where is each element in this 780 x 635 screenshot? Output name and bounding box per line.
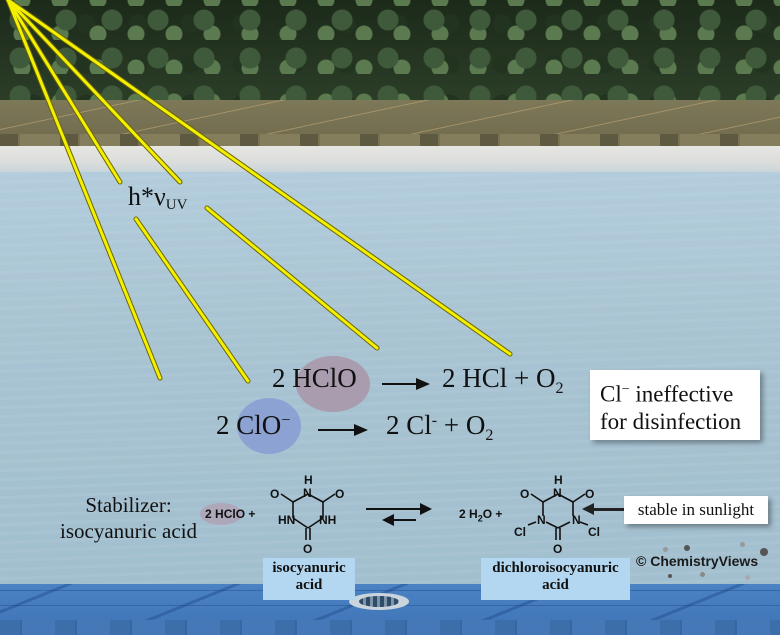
svg-text:NH: NH	[319, 513, 336, 527]
label-isocyanuric-acid: isocyanuric acid	[263, 558, 355, 600]
reaction-arrow-icon	[318, 424, 368, 436]
pool-drain-icon	[349, 593, 409, 610]
logo-dot-icon	[740, 542, 745, 547]
reaction-hclo-reactant: 2 HClO	[272, 363, 357, 393]
dichloroisocyanuric-acid-structure: H N O O N N Cl Cl O	[514, 474, 600, 556]
clo-highlight	[237, 398, 301, 454]
svg-text:O: O	[553, 542, 562, 556]
svg-text:Cl: Cl	[514, 525, 526, 539]
svg-text:O: O	[303, 542, 312, 556]
reaction-arrow-icon	[382, 378, 430, 390]
reaction-clo-products: 2 Cl- + O2	[386, 410, 494, 444]
svg-text:O: O	[335, 487, 344, 501]
logo-dot-icon	[760, 548, 768, 556]
water-product: 2 H2O +	[459, 507, 503, 524]
svg-text:N: N	[537, 513, 546, 527]
reaction-hclo-products: 2 HCl + O2	[442, 363, 564, 397]
stabilizer-hclo-reactant: 2 HClO +	[205, 507, 256, 521]
svg-text:H: H	[304, 474, 313, 487]
hclo-mini-highlight	[200, 503, 242, 525]
svg-text:N: N	[553, 486, 562, 500]
uv-photon-label: h*νUV	[128, 182, 188, 213]
logo-dot-icon	[684, 545, 690, 551]
pool-floor-edge	[0, 620, 780, 635]
stable-pointer-arrow-icon	[582, 503, 624, 515]
svg-text:N: N	[572, 513, 581, 527]
logo-dot-icon	[745, 575, 750, 580]
note-stable-in-sunlight: stable in sunlight	[624, 496, 768, 524]
svg-text:Cl: Cl	[588, 525, 600, 539]
logo-dot-icon	[663, 547, 668, 552]
logo-dot-icon	[700, 572, 705, 577]
chemistryviews-credit: © ChemistryViews	[636, 553, 759, 569]
svg-text:O: O	[270, 487, 279, 501]
svg-text:O: O	[520, 487, 529, 501]
equilibrium-reverse-arrowhead-icon	[382, 514, 394, 526]
pool-coping-edge	[0, 134, 780, 146]
stabilizer-heading: Stabilizer: isocyanuric acid	[60, 493, 198, 543]
svg-text:H: H	[554, 474, 563, 487]
svg-text:HN: HN	[278, 513, 295, 527]
equilibrium-forward-arrowhead-icon	[420, 503, 432, 515]
label-dichloroisocyanuric-acid: dichloroisocyanuric acid	[481, 558, 630, 600]
isocyanuric-acid-structure: H N O O HN NH O	[270, 474, 344, 556]
reaction-clo-reactant: 2 ClO−	[216, 410, 291, 440]
svg-text:O: O	[585, 487, 594, 501]
pool-deck	[0, 146, 780, 172]
equilibrium-reverse-arrow-icon	[392, 519, 416, 521]
svg-text:N: N	[303, 486, 312, 500]
hclo-highlight	[296, 356, 370, 412]
logo-dot-icon	[668, 574, 672, 578]
note-chloride-ineffective: Cl− ineffective for disinfection	[590, 370, 760, 440]
equilibrium-forward-arrow-icon	[366, 508, 428, 510]
